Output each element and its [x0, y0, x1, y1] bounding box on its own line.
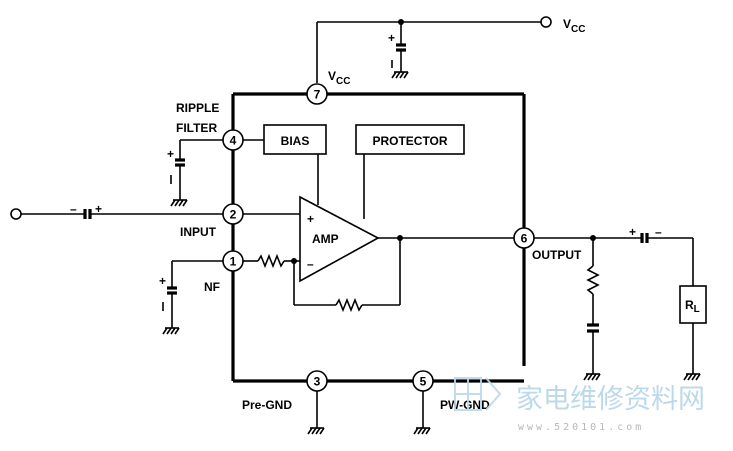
svg-text:5: 5 [420, 375, 427, 389]
vcc-decoupling-capacitor: + [388, 22, 406, 72]
vcc-terminal [540, 16, 552, 28]
output-cap-minus: – [655, 225, 662, 239]
ripple-cap-plus: + [167, 147, 174, 161]
svg-text:7: 7 [314, 88, 321, 102]
svg-text:BIAS: BIAS [281, 134, 310, 148]
pin-4: 4 [222, 129, 244, 151]
svg-text:4: 4 [230, 134, 237, 148]
svg-text:1: 1 [230, 255, 237, 269]
nf-capacitor: + [159, 260, 223, 328]
pin-5: 5 [412, 370, 434, 392]
vcc-main-label: VCC [563, 17, 585, 35]
svg-text:3: 3 [314, 375, 321, 389]
ground-icon [683, 373, 701, 381]
amp-block: AMP + – [299, 195, 380, 283]
pin-7: 7 [306, 83, 328, 105]
ground-icon [391, 71, 409, 79]
output-cap-plus: + [629, 225, 636, 239]
vcc-cap-plus: + [388, 31, 395, 45]
load-resistor: RL [679, 238, 707, 374]
input-cap-minus: – [70, 202, 77, 216]
ground-icon [162, 327, 180, 335]
input-terminal: – + [10, 202, 223, 220]
svg-text:AMP: AMP [312, 232, 339, 246]
bias-block: BIAS [263, 124, 327, 155]
pin-1: 1 [222, 250, 244, 272]
amp-plus-input: + [307, 212, 314, 226]
pw-gnd-label: PW-GND [440, 398, 490, 412]
ripple-filter-capacitor: + [167, 139, 223, 200]
watermark-logo [454, 377, 502, 411]
svg-text:2: 2 [230, 208, 237, 222]
vcc-supply-line: VCC [316, 16, 585, 83]
nf-cap-plus: + [159, 274, 166, 288]
vcc-pin-label: VCC [328, 69, 350, 87]
pin-3: 3 [306, 370, 328, 392]
watermark-title: 家电维修资料网 [516, 384, 705, 415]
input-label: INPUT [180, 225, 217, 239]
ground-icon [307, 427, 325, 435]
ground-icon [583, 373, 601, 381]
ground-icon [170, 199, 188, 207]
pre-gnd-label: Pre-GND [242, 398, 292, 412]
watermark: 家电维修资料网 www.520101.com [454, 377, 705, 433]
protector-block: PROTECTOR [355, 124, 465, 155]
ground-icon [413, 427, 431, 435]
watermark-url: www.520101.com [518, 422, 644, 433]
output-label: OUTPUT [532, 248, 582, 262]
svg-text:6: 6 [521, 232, 528, 246]
svg-text:RL: RL [685, 298, 700, 315]
ripple-label: RIPPLE [176, 101, 219, 115]
feedback-resistor [293, 238, 401, 313]
svg-text:PROTECTOR: PROTECTOR [372, 134, 447, 148]
nf-label: NF [204, 280, 220, 294]
amp-out-junction [397, 235, 403, 241]
zobel-network [586, 238, 600, 374]
output-capacitor: + – [629, 225, 693, 243]
filter-label: FILTER [176, 121, 217, 135]
pin-6: 6 [513, 227, 535, 249]
input-cap-plus: + [95, 202, 102, 216]
pin-2: 2 [222, 203, 244, 225]
amp-minus-input: – [307, 257, 314, 271]
